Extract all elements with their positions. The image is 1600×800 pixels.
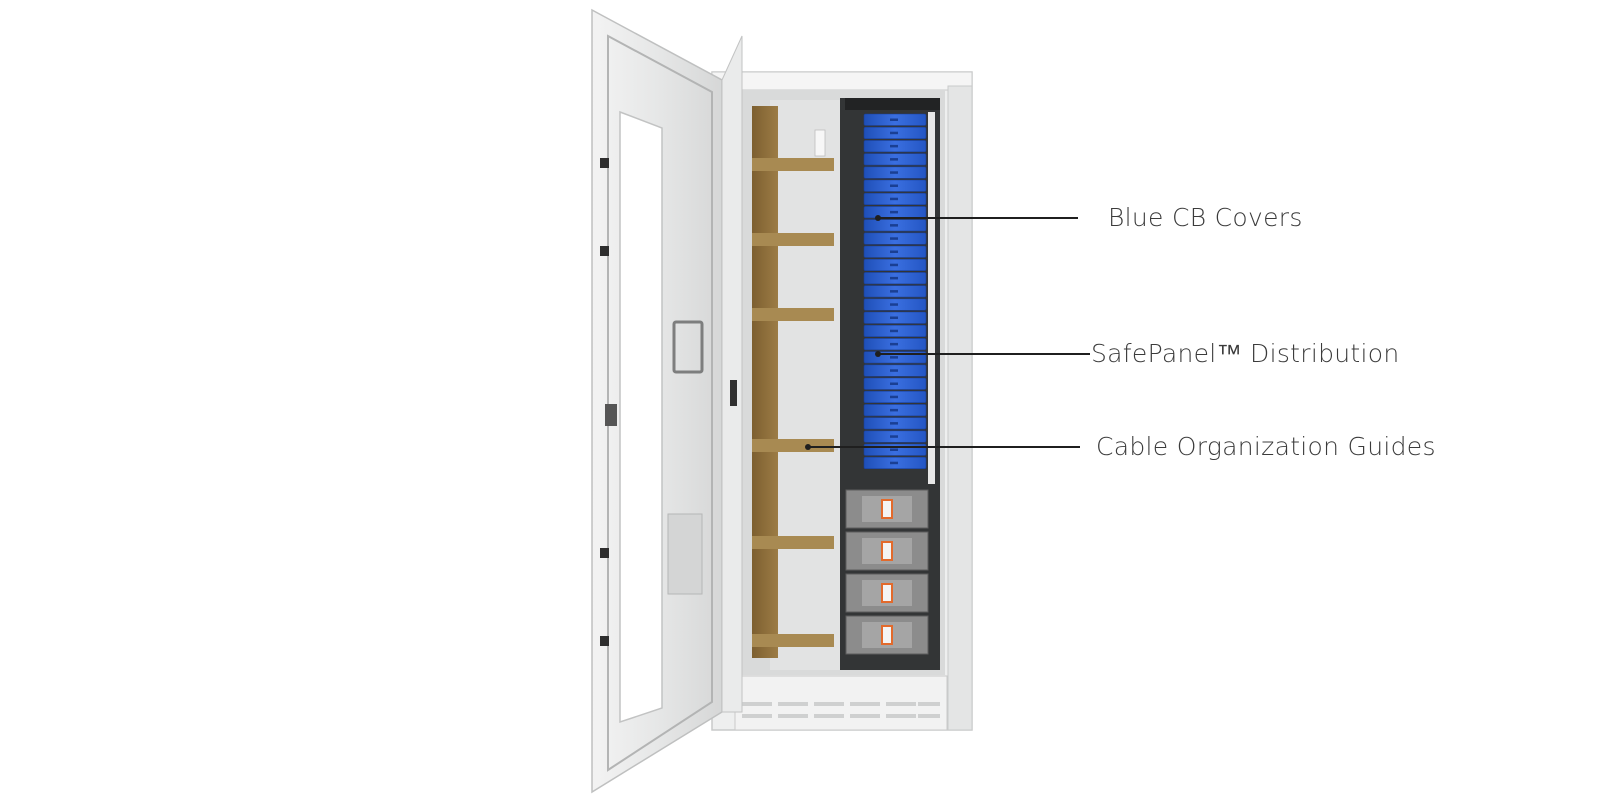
cabinet-back-panel <box>770 100 850 670</box>
cb-cover-clip <box>890 184 898 187</box>
cb-cover-clip <box>890 263 898 267</box>
cabinet-right-side <box>947 85 973 731</box>
safepanel-distribution-module <box>840 98 940 670</box>
door-hinge-icon <box>600 246 609 256</box>
door-hinge-icon <box>600 548 609 558</box>
cb-cover-clip <box>890 435 898 438</box>
cb-cover-clip <box>890 118 898 121</box>
cabinet-top-rail <box>711 71 973 91</box>
cb-cover-clip <box>890 422 898 425</box>
wooden-backboard <box>752 106 778 658</box>
door-hinge-icon <box>600 158 609 168</box>
label-tag <box>814 129 826 157</box>
cb-cover-clip <box>890 448 898 451</box>
main-breaker-stack <box>845 489 929 655</box>
leader-dot <box>875 351 881 357</box>
cable-guide <box>752 439 834 452</box>
cb-cover-clip <box>890 197 898 201</box>
cb-cover-clip <box>890 224 898 227</box>
cb-cover-clip <box>890 303 898 306</box>
door-hinge-icon <box>600 636 609 646</box>
cb-cover-clip <box>890 408 898 412</box>
cb-cover-clip <box>890 342 898 346</box>
cb-cover-clip <box>890 250 898 253</box>
cb-cover-clip <box>890 171 898 174</box>
blue-cb-cover-stack <box>863 113 927 470</box>
cb-cover-clip <box>890 356 898 359</box>
breaker-handle-icon <box>881 499 893 519</box>
distribution-top-header <box>845 98 940 110</box>
cable-guide <box>752 634 834 647</box>
door-edge-seal <box>721 35 743 713</box>
cb-cover-clip <box>890 210 898 214</box>
cb-cover-clip <box>890 395 898 399</box>
door-inner-gasket <box>607 34 713 772</box>
cb-cover-clip <box>890 158 898 161</box>
cb-cover-clip <box>890 369 898 372</box>
busbar-strip <box>928 112 935 484</box>
callout-label-cable-organization-guides: Cable Organization Guides <box>1096 432 1436 461</box>
cable-guide <box>752 158 834 171</box>
cable-guide <box>752 536 834 549</box>
callout-leader-lines <box>805 215 1090 450</box>
document-pocket <box>667 513 703 595</box>
callout-label-blue-cb-covers: Blue CB Covers <box>1108 203 1303 232</box>
door-window <box>619 110 663 724</box>
cb-cover-clip <box>890 237 898 240</box>
open-door <box>591 8 743 794</box>
cb-cover-clip <box>890 382 898 385</box>
bottom-vent-slots <box>742 702 940 718</box>
cb-cover-clip <box>890 131 898 135</box>
callout-label-safepanel-distribution: SafePanel™ Distribution <box>1091 339 1400 368</box>
leader-dot <box>805 444 811 450</box>
leader-dot <box>875 215 881 221</box>
cb-cover-clip <box>890 290 898 293</box>
lock-icon <box>730 380 737 406</box>
mounting-board <box>752 106 834 658</box>
cb-cover-clip <box>890 316 898 319</box>
cable-guide <box>752 233 834 246</box>
cable-guide <box>752 308 834 321</box>
breaker-handle-icon <box>881 541 893 561</box>
cb-cover-clip <box>890 461 898 465</box>
breaker-handle-icon <box>881 583 893 603</box>
cb-cover-clip <box>890 144 898 148</box>
cb-cover-clip <box>890 329 898 333</box>
door-latch <box>605 404 617 426</box>
door-handle <box>672 320 704 374</box>
cb-cover-clip <box>890 276 898 280</box>
breaker-handle-icon <box>881 625 893 645</box>
